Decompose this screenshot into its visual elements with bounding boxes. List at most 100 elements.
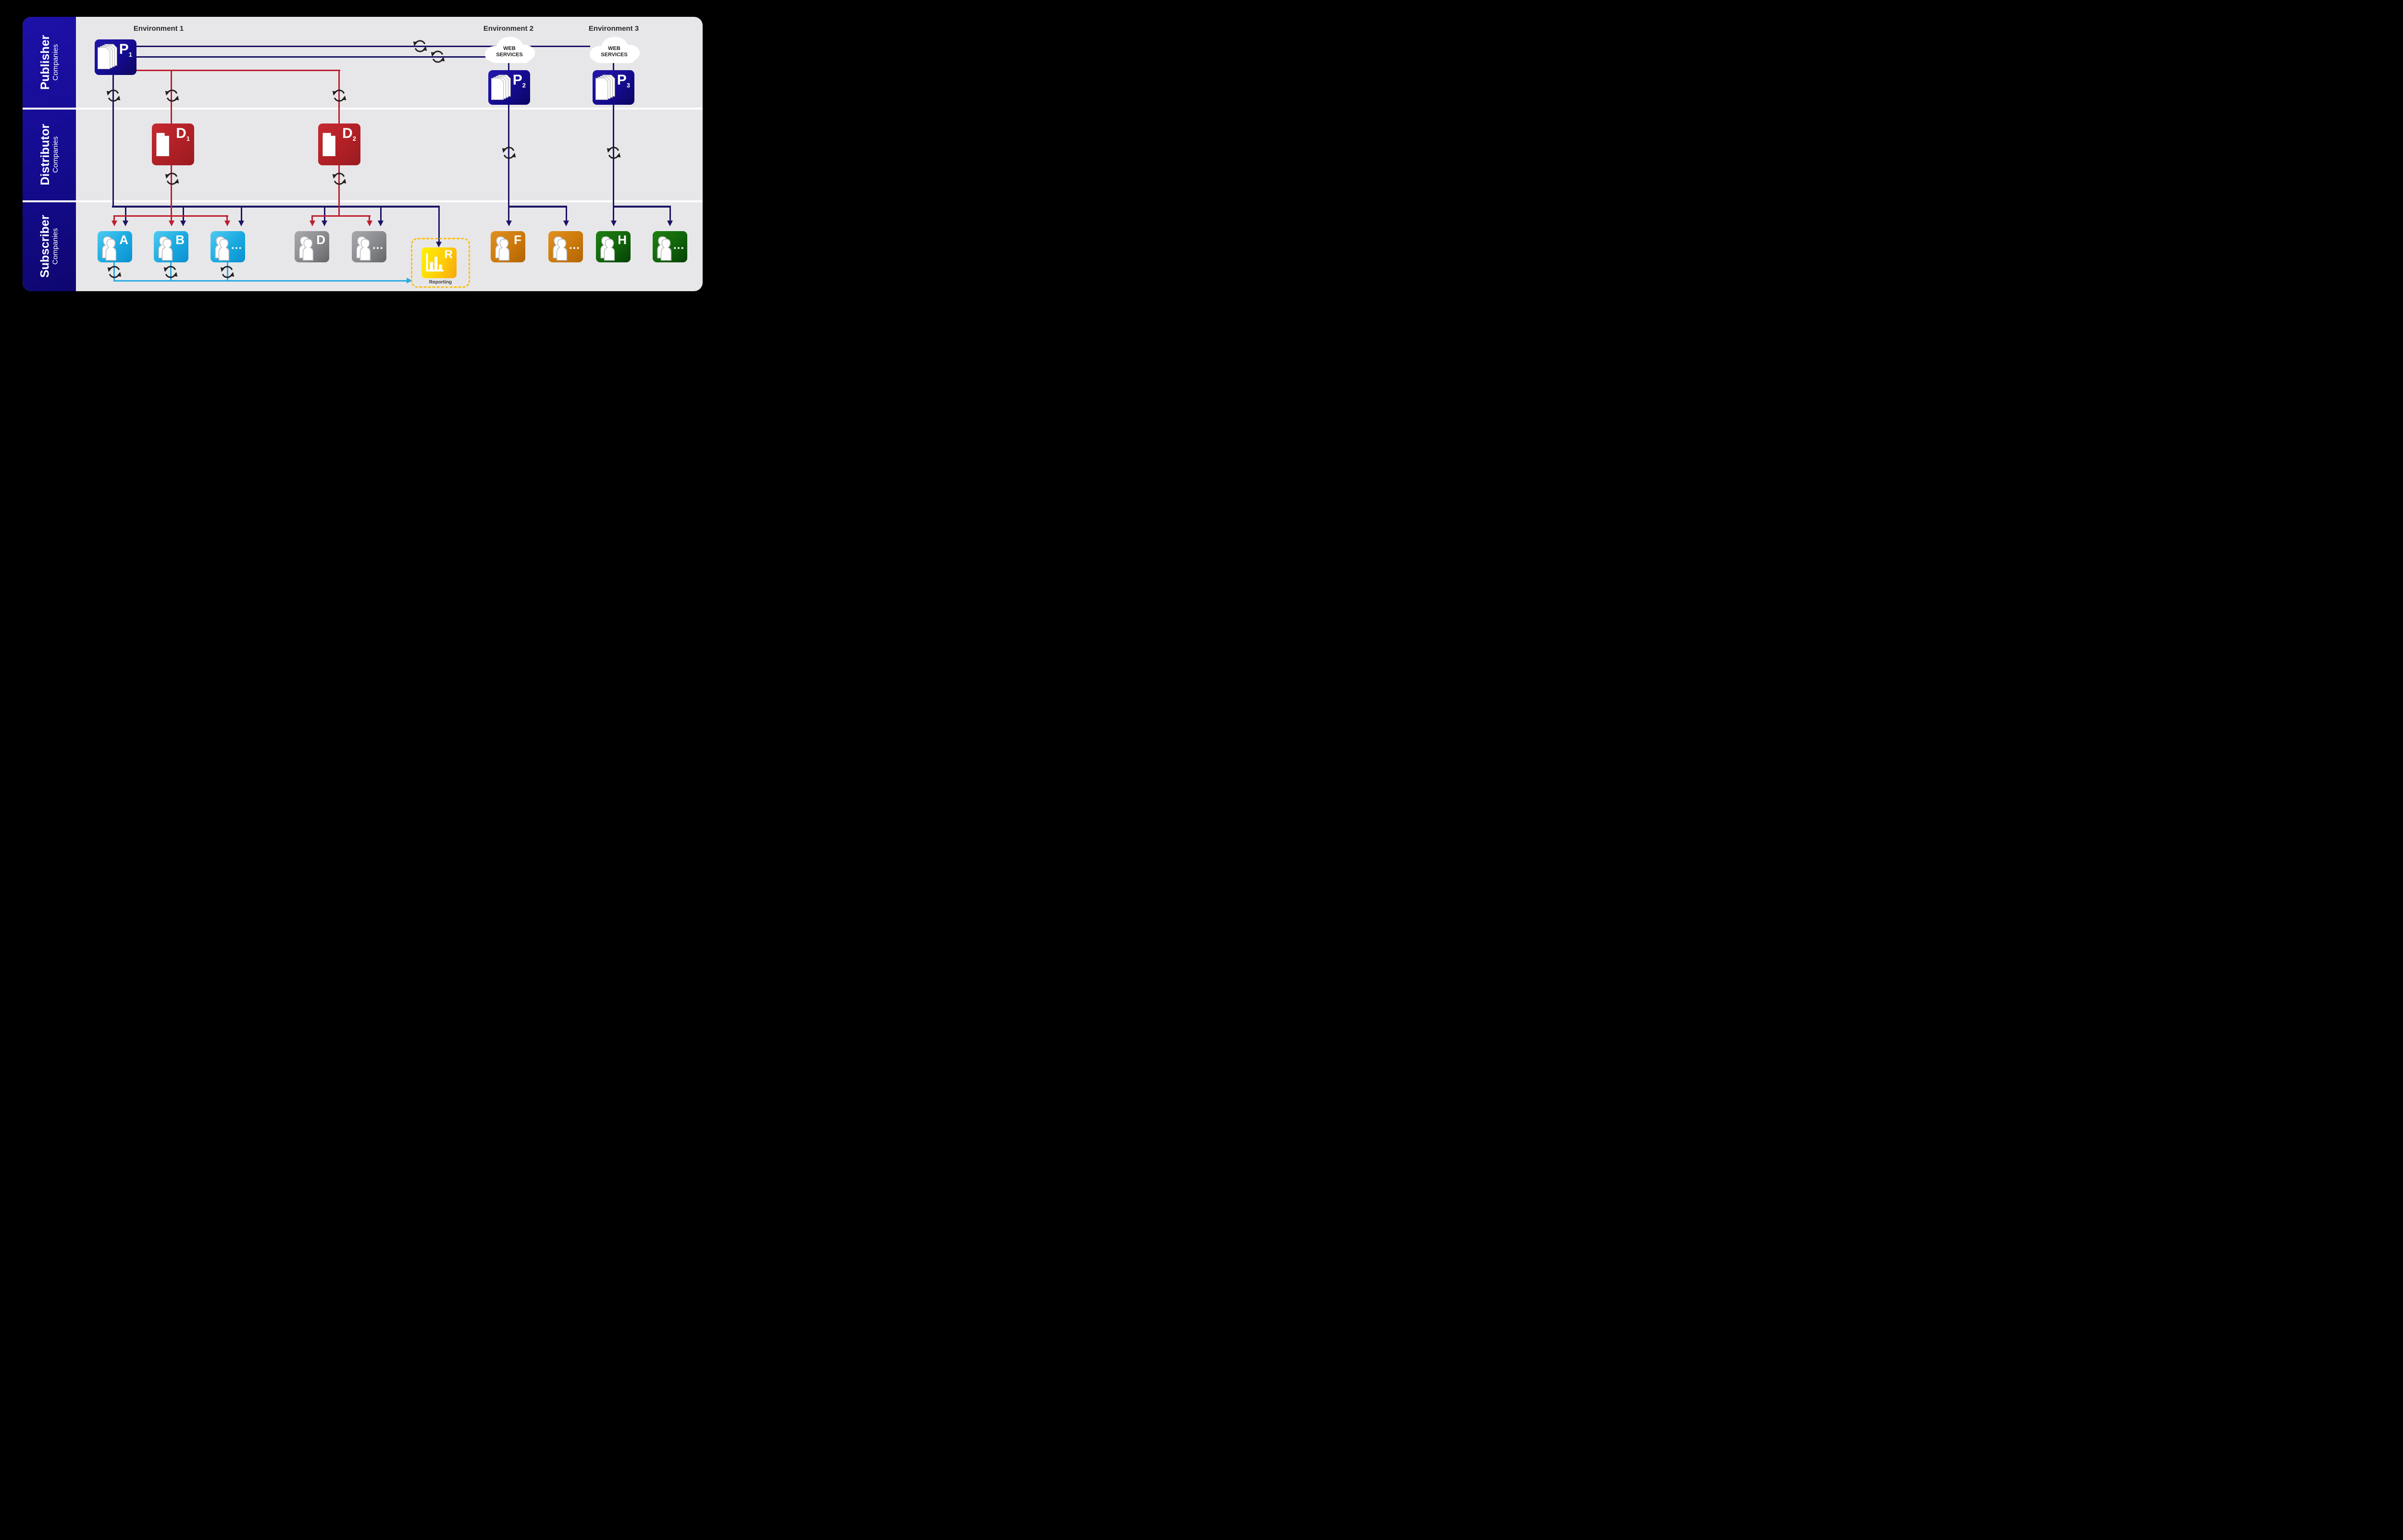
- sync-icon: [220, 265, 235, 279]
- node-label: D1: [176, 125, 190, 142]
- cloud-text-line2: SERVICES: [601, 52, 628, 58]
- sync-icon: [332, 88, 347, 103]
- web-services-label: WEB SERVICES: [586, 35, 642, 65]
- line-a-to-reporting: [113, 262, 115, 281]
- subscriber-label: ...: [673, 239, 684, 252]
- arrow-down-icon: [309, 221, 315, 226]
- line-navy-rail: [112, 205, 440, 208]
- line-p2-down: [508, 104, 510, 221]
- document-stack-icon: [595, 74, 616, 100]
- sidebar-label-subscriber: Subscriber Companies: [38, 215, 60, 278]
- arrow-down-icon: [667, 221, 673, 226]
- subscriber-label: D: [316, 233, 325, 247]
- web-services-cloud-env3: WEB SERVICES: [586, 35, 642, 65]
- sync-icon: [430, 49, 446, 64]
- line-ellipsis1-to-reporting: [226, 262, 228, 281]
- person-icon: [353, 235, 372, 261]
- subscriber-label: ...: [372, 239, 384, 252]
- reporting-caption: Reporting: [429, 280, 452, 285]
- subscriber-node-a: A: [98, 231, 132, 262]
- sync-icon: [501, 146, 517, 160]
- line-d2-down: [338, 165, 340, 217]
- sync-icon: [106, 88, 121, 103]
- sidebar: [23, 17, 76, 291]
- sidebar-title: Distributor: [38, 124, 52, 185]
- distributor-node-d2: D2: [318, 123, 360, 165]
- sidebar-band-publisher: Publisher Companies: [23, 17, 76, 108]
- arrow-down-icon: [180, 221, 186, 226]
- arrow-down-icon: [238, 221, 244, 226]
- web-services-label: WEB SERVICES: [482, 35, 537, 65]
- drop-navy-ellipsis4: [669, 207, 671, 221]
- cloud-text-line1: WEB: [608, 45, 620, 51]
- arrow-down-icon: [366, 221, 372, 226]
- line-p1-to-distributors: [136, 69, 340, 71]
- distributor-node-d1: D1: [152, 123, 194, 165]
- arrow-down-icon: [111, 221, 117, 226]
- sidebar-subtitle: Companies: [51, 136, 60, 173]
- drop-red-ellipsis2: [369, 216, 371, 221]
- row-separator: [23, 108, 703, 110]
- subscriber-node-h: H: [596, 231, 631, 262]
- line-cloud2-to-p2: [508, 61, 510, 71]
- person-icon: [155, 235, 174, 261]
- publisher-node-p2: P2: [488, 70, 530, 105]
- arrow-down-icon: [224, 221, 230, 226]
- subscriber-node-ellipsis-2: ...: [352, 231, 386, 262]
- line-p3-down: [613, 104, 615, 221]
- subscriber-node-ellipsis-4: ...: [653, 231, 687, 262]
- subscriber-label: F: [514, 233, 521, 247]
- sidebar-title: Publisher: [38, 35, 52, 90]
- drop-navy-reporting: [438, 206, 440, 242]
- arrow-down-icon: [611, 221, 617, 226]
- line-drop-to-d2: [338, 70, 340, 123]
- document-icon: [156, 133, 169, 157]
- reporting-letter: R: [444, 248, 453, 261]
- arrow-down-icon: [168, 221, 174, 226]
- person-icon: [654, 235, 673, 261]
- line-b-to-reporting: [170, 262, 172, 281]
- drop-navy-d: [323, 207, 325, 221]
- drop-red-a: [113, 216, 115, 221]
- publisher-node-p1: P1: [95, 39, 136, 75]
- node-label: D2: [342, 125, 356, 142]
- document-stack-icon: [98, 44, 118, 70]
- line-p1-to-env3-cloud: [136, 45, 590, 47]
- line-drop-to-d1: [171, 70, 173, 123]
- bar-chart-icon: [426, 252, 445, 272]
- reporting-group: R Reporting: [411, 238, 470, 288]
- subscriber-node-b: B: [154, 231, 188, 262]
- line-cyan-rail: [113, 280, 407, 282]
- sync-icon: [412, 39, 428, 53]
- arrow-down-icon: [506, 221, 512, 226]
- line-d1-down: [171, 165, 173, 221]
- subscriber-node-ellipsis-1: ...: [211, 231, 245, 262]
- arrow-down-icon: [322, 221, 327, 226]
- person-icon: [597, 235, 617, 261]
- line-navy-branch-p3: [613, 205, 671, 208]
- drop-navy-a: [124, 207, 126, 221]
- sync-icon: [606, 146, 621, 160]
- arrow-down-icon: [563, 221, 569, 226]
- node-label: P1: [119, 41, 132, 58]
- line-red-branch-d2: [311, 215, 371, 217]
- subscriber-node-f: F: [491, 231, 525, 262]
- person-icon: [550, 235, 569, 261]
- subscriber-label: B: [175, 233, 185, 247]
- subscriber-node-d: D: [295, 231, 329, 262]
- person-icon: [296, 235, 315, 261]
- sync-icon: [164, 88, 180, 103]
- line-cloud3-to-p3: [613, 61, 615, 71]
- sidebar-band-distributor: Distributor Companies: [23, 109, 76, 200]
- drop-red-d: [311, 216, 313, 221]
- sidebar-subtitle: Companies: [51, 228, 60, 265]
- diagram-canvas: Publisher Companies Distributor Companie…: [0, 0, 745, 308]
- subscriber-label: A: [119, 233, 128, 247]
- cloud-text-line2: SERVICES: [496, 52, 523, 58]
- drop-navy-ellipsis3: [565, 207, 567, 221]
- reporting-node: R: [421, 247, 457, 278]
- environment-1-label: Environment 1: [133, 25, 184, 33]
- row-separator: [23, 200, 703, 202]
- sidebar-label-publisher: Publisher Companies: [38, 35, 60, 90]
- sync-icon: [107, 265, 122, 279]
